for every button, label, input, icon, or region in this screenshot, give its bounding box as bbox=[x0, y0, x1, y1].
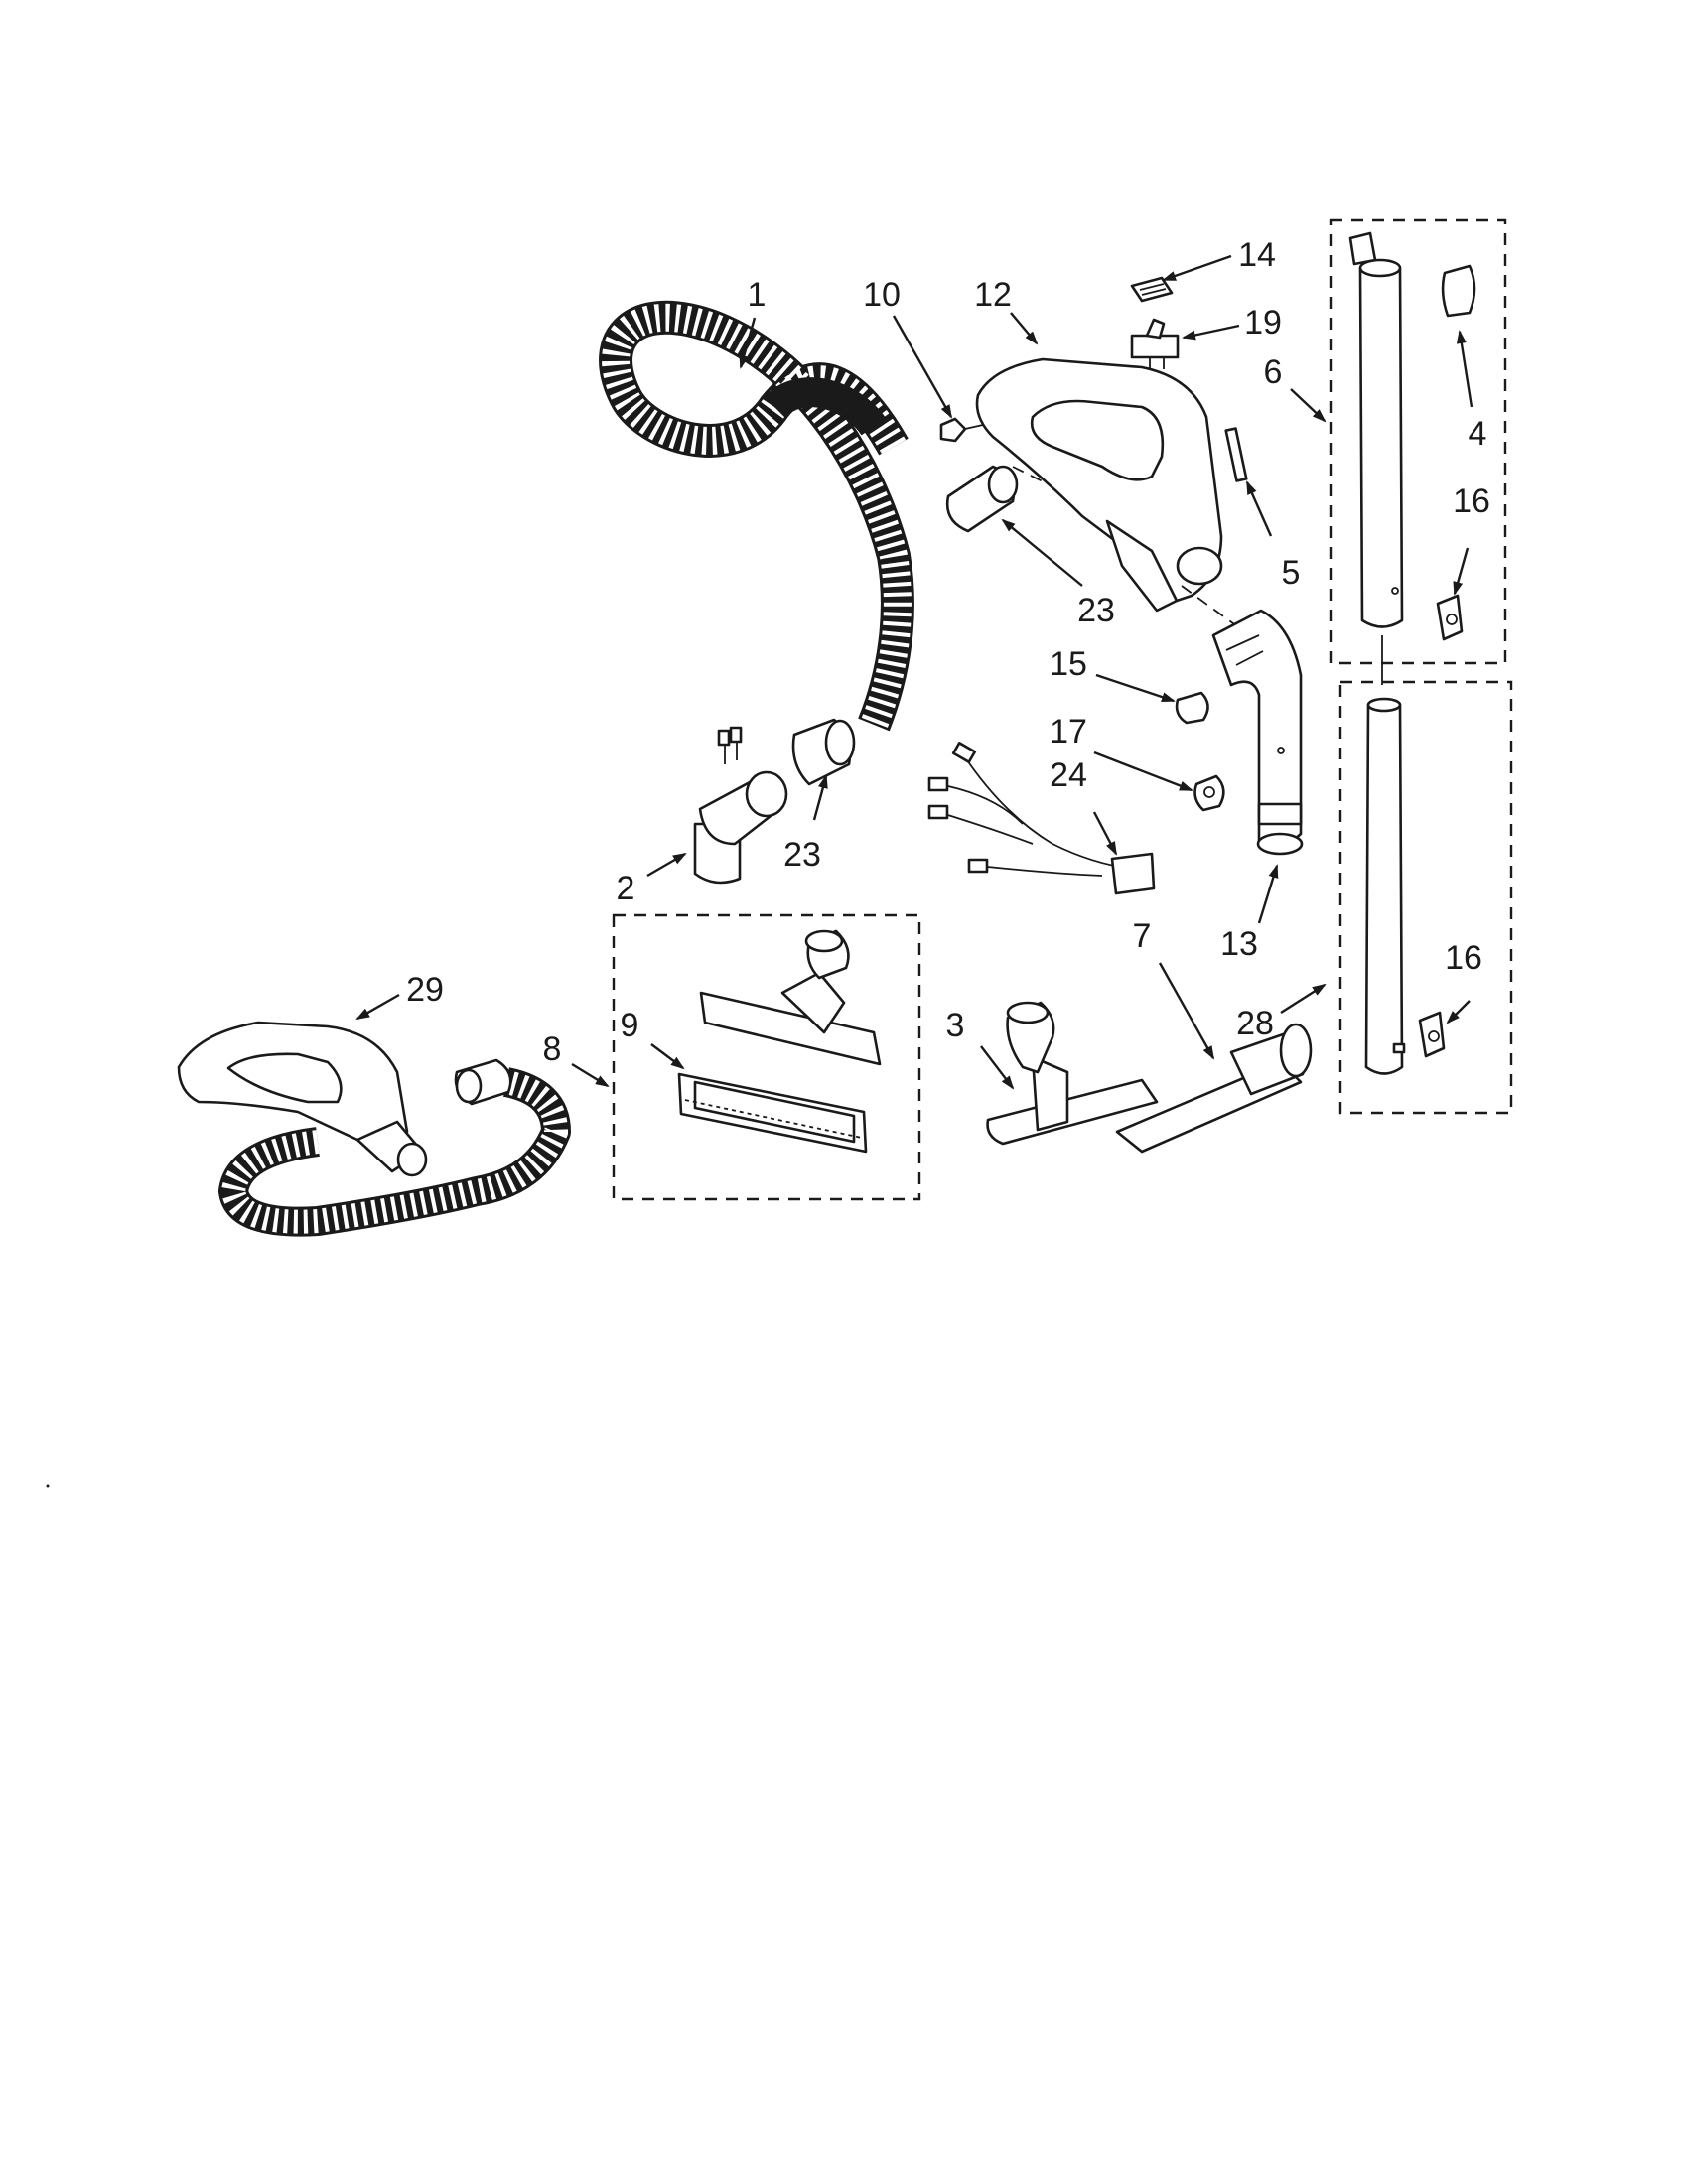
group-box-28 bbox=[1338, 680, 1513, 1115]
cuff-part-23-lower bbox=[791, 718, 856, 786]
latch-part-16-upper bbox=[1436, 594, 1464, 641]
callout-24: 24 bbox=[1050, 756, 1087, 794]
rod-part-5 bbox=[1224, 427, 1248, 482]
callout-29: 29 bbox=[406, 971, 444, 1009]
wire-harness-part-24 bbox=[927, 742, 1156, 895]
brush-part-9 bbox=[677, 1072, 868, 1154]
callout-17: 17 bbox=[1050, 713, 1087, 751]
latch-part-17 bbox=[1193, 774, 1225, 812]
callout-6: 6 bbox=[1264, 353, 1283, 391]
floor-tool-box-8 bbox=[699, 929, 882, 1066]
clip-part-4 bbox=[1441, 264, 1476, 318]
callout-4: 4 bbox=[1469, 415, 1487, 453]
callout-2: 2 bbox=[617, 870, 635, 907]
switch-part-14 bbox=[1130, 276, 1174, 303]
floor-nozzle-part-3 bbox=[986, 1001, 1159, 1146]
wand-part-6 bbox=[1348, 231, 1404, 685]
callout-23-upper: 23 bbox=[1077, 592, 1115, 629]
hose-part-1 bbox=[599, 300, 914, 732]
callout-1: 1 bbox=[748, 276, 767, 314]
callout-28: 28 bbox=[1236, 1005, 1274, 1042]
screw-part-10 bbox=[939, 417, 984, 443]
wand-elbow-part-13 bbox=[1211, 609, 1304, 856]
callout-16-lower: 16 bbox=[1445, 939, 1482, 977]
callout-12: 12 bbox=[974, 276, 1012, 314]
callout-14: 14 bbox=[1238, 236, 1276, 274]
callout-labels: 1 10 12 14 19 6 4 16 5 23 15 17 24 2 23 … bbox=[406, 236, 1490, 1068]
callout-5: 5 bbox=[1282, 554, 1301, 592]
wand-part-28 bbox=[1364, 697, 1406, 1075]
callout-10: 10 bbox=[863, 276, 901, 314]
crevice-tool-part-7 bbox=[1115, 1023, 1313, 1154]
swivel-part-2 bbox=[693, 726, 788, 885]
handle-hose-part-29 bbox=[177, 1021, 571, 1237]
callout-7: 7 bbox=[1133, 917, 1152, 955]
switch-part-19 bbox=[1130, 318, 1180, 369]
handle-part-12 bbox=[975, 357, 1257, 641]
callout-16-upper: 16 bbox=[1453, 482, 1490, 520]
cuff-part-23-upper bbox=[945, 465, 1113, 533]
leader-lines bbox=[355, 254, 1474, 1090]
scan-dot bbox=[46, 1484, 50, 1488]
callout-19: 19 bbox=[1244, 304, 1282, 341]
callout-15: 15 bbox=[1050, 645, 1087, 683]
group-box-8 bbox=[612, 913, 921, 1201]
callout-23-lower: 23 bbox=[783, 836, 821, 874]
callout-13: 13 bbox=[1220, 925, 1258, 963]
callout-8: 8 bbox=[543, 1030, 562, 1068]
latch-part-16-lower bbox=[1418, 1011, 1446, 1058]
callout-9: 9 bbox=[621, 1007, 639, 1044]
clip-part-15 bbox=[1175, 691, 1209, 725]
callout-3: 3 bbox=[946, 1007, 965, 1044]
group-box-6 bbox=[1329, 218, 1507, 665]
